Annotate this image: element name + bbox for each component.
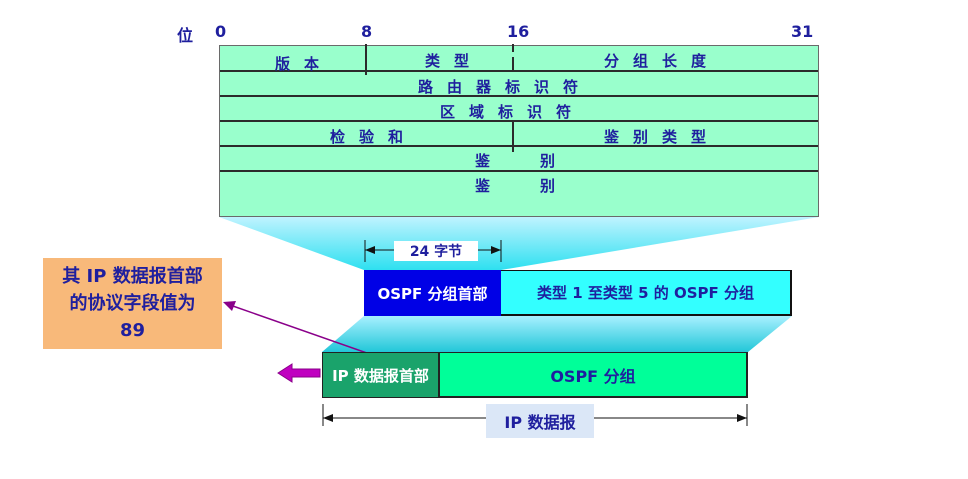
field-packet-length: 分组长度 [604, 52, 721, 70]
field-version: 版本 [275, 55, 334, 73]
bit-label-16: 16 [507, 22, 530, 41]
field-type: 类型 [425, 52, 484, 70]
zoom-trapezoid-bottom [322, 316, 792, 352]
ip-datagram-header: IP 数据报首部 [322, 352, 439, 398]
field-router-id: 路由器标识符 [418, 78, 593, 96]
bit-label-8: 8 [361, 22, 373, 41]
field-area-id: 区域标识符 [440, 103, 586, 121]
bit-axis-title: 位 [177, 26, 194, 45]
bit-label-31: 31 [791, 22, 814, 41]
field-auth-type: 鉴别类型 [604, 128, 721, 146]
bit-label-0: 0 [215, 22, 227, 41]
field-auth-1: 鉴别 [475, 152, 606, 170]
ospf-packet-body: 类型 1 至类型 5 的 OSPF 分组 [501, 270, 792, 316]
header-size-label: 24 字节 [394, 241, 478, 261]
ip-datagram-payload: OSPF 分组 [439, 352, 748, 398]
ospf-header-format-table: 版本 类型 分组长度 路由器标识符 区域标识符 检验和 鉴别类型 鉴别 鉴别 [219, 44, 819, 217]
ip-datagram-label: IP 数据报 [486, 404, 594, 438]
zoom-trapezoid-top [219, 217, 819, 270]
ospf-packet-header: OSPF 分组首部 [364, 270, 501, 316]
protocol-field-note-text: 其 IP 数据报首部的协议字段值为 89 [62, 266, 203, 341]
field-auth-2: 鉴别 [475, 177, 606, 195]
left-arrow-icon [277, 363, 321, 383]
field-checksum: 检验和 [330, 128, 418, 146]
pointer-arrowhead [223, 301, 236, 311]
protocol-field-note: 其 IP 数据报首部的协议字段值为 89 [43, 258, 222, 349]
